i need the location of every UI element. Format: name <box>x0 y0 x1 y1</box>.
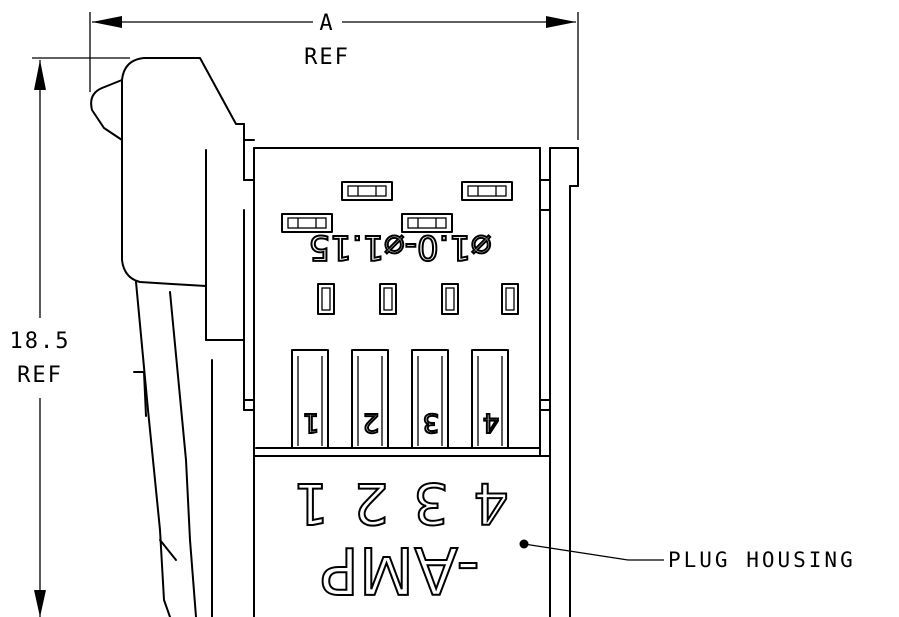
height-dimension: 18.5 REF <box>10 57 130 617</box>
slot-number: 3 <box>423 407 440 437</box>
width-dimension-ref: REF <box>304 45 350 70</box>
contact-slot: 2 <box>351 349 389 449</box>
latch-window <box>461 181 513 201</box>
latch-window <box>281 213 333 233</box>
slot-number: 4 <box>483 407 500 437</box>
molded-pin-numbers: 1 2 3 4 <box>292 469 510 536</box>
slot-number: 1 <box>303 407 320 437</box>
latch-windows <box>281 181 513 233</box>
diameter-marking: ⌀1.0-⌀1.15 <box>309 227 492 267</box>
contact-slots: 1 2 3 4 <box>291 349 509 449</box>
latch-window <box>341 181 393 201</box>
plug-housing-callout: PLUG HOUSING <box>519 539 856 572</box>
latch-window <box>401 213 453 233</box>
contact-windows <box>317 283 519 315</box>
height-dimension-value: 18.5 <box>10 329 71 354</box>
amp-logo-marking: -AMP <box>320 532 479 606</box>
width-dimension-label: A <box>319 11 334 36</box>
width-dimension: A REF <box>89 11 579 140</box>
pin-number: 4 <box>473 470 509 535</box>
contact-slot: 4 <box>471 349 509 449</box>
height-dimension-ref: REF <box>17 363 63 388</box>
pin-number: 1 <box>293 470 329 535</box>
pin-number: 3 <box>413 470 449 535</box>
contact-slot: 3 <box>411 349 449 449</box>
pin-number: 2 <box>353 470 389 535</box>
contact-slot: 1 <box>291 349 329 449</box>
latch-profile <box>90 57 255 617</box>
plug-housing-label: PLUG HOUSING <box>668 548 856 572</box>
slot-number: 2 <box>363 407 380 437</box>
